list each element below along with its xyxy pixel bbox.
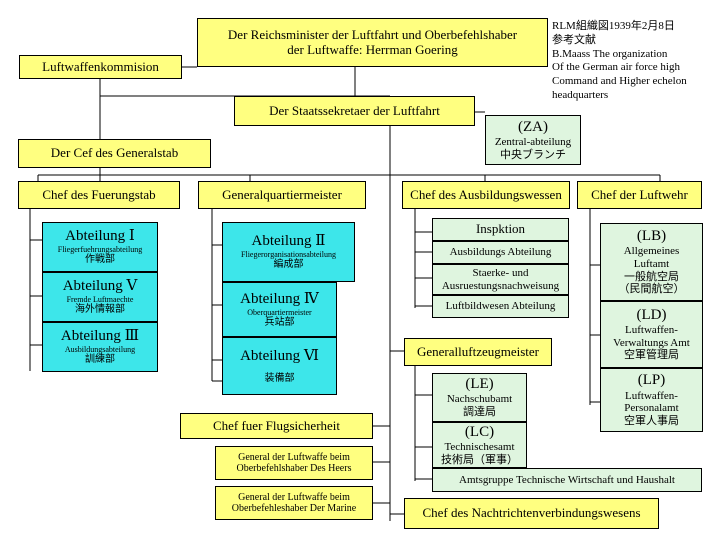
node-staerke-ausruestung: Staerke- und Ausruestungsnachweisung <box>432 264 569 295</box>
node-lp: (LP) Luftwaffen- Personalamt 空軍人事局 <box>600 368 703 432</box>
node-ausbildungswesen: Chef des Ausbildungswessen <box>402 181 570 209</box>
node-ausbildungs-abteilung: Ausbildungs Abteilung <box>432 241 569 264</box>
node-generalstab: Der Cef des Generalstab <box>18 139 211 168</box>
node-luftwehr: Chef der Luftwehr <box>577 181 702 209</box>
node-inspektion: Inspktion <box>432 218 569 241</box>
node-fuehrungsstab: Chef des Fuerungstab <box>18 181 180 209</box>
source-note: RLM組織図1939年2月8日 参考文献 B.Maass The organiz… <box>552 20 720 103</box>
node-general-marine: General der Luftwaffe beim Oberbefehlesh… <box>215 486 373 520</box>
node-reichsminister: Der Reichsminister der Luftfahrt und Obe… <box>197 18 548 67</box>
node-luftbildwesen: Luftbildwesen Abteilung <box>432 295 569 318</box>
node-lb: (LB) Allgemeines Luftamt 一般航空局 （民間航空） <box>600 223 703 301</box>
node-generalquartiermeister: Generalquartiermeister <box>198 181 366 209</box>
node-lc: (LC) Technischesamt 技術局（軍事） <box>432 422 527 468</box>
node-abteilung-4: Abteilung Ⅳ Oberquartiermeister 兵站部 <box>222 282 337 337</box>
node-generalluftzeugmeister: Generalluftzeugmeister <box>404 338 552 366</box>
node-ld: (LD) Luftwaffen- Verwaltungs Amt 空軍管理局 <box>600 301 703 368</box>
node-abteilung-2: Abteilung Ⅱ Fliegerorganisationsabteilun… <box>222 222 355 282</box>
node-general-heer: General der Luftwaffe beim Oberbefehlsha… <box>215 446 373 480</box>
note-line: Of the German air force high <box>552 61 680 74</box>
node-le: (LE) Nachschubamt 調達局 <box>432 373 527 422</box>
note-line: headquarters <box>552 88 609 101</box>
node-amtsgruppe: Amtsgruppe Technische Wirtschaft und Hau… <box>432 468 702 492</box>
node-flugsicherheit: Chef fuer Flugsicherheit <box>180 413 373 439</box>
node-luftwaffenkommission: Luftwaffenkommision <box>19 55 182 79</box>
note-line: 参考文献 <box>552 33 596 46</box>
node-nachrichten: Chef des Nachtrichtenverbindungswesens <box>404 498 659 529</box>
note-line: RLM組織図1939年2月8日 <box>552 20 675 32</box>
node-staatssekretaer: Der Staatssekretaer der Luftfahrt <box>234 96 475 126</box>
node-abteilung-6: Abteilung Ⅵ 装備部 <box>222 337 337 395</box>
note-line: Command and Higher echelon <box>552 75 687 87</box>
node-za: (ZA) Zentral-abteilung 中央ブランチ <box>485 115 581 165</box>
node-abteilung-1: Abteilung Ⅰ Fliegerfuehrungsabteilung 作戦… <box>42 222 158 272</box>
node-abteilung-3: Abteilung Ⅲ Ausbildungsabteilung 訓練部 <box>42 322 158 372</box>
note-line: B.Maass The organization <box>552 47 668 60</box>
node-abteilung-5: Abteilung Ⅴ Fremde Luftmaechte 海外情報部 <box>42 272 158 322</box>
